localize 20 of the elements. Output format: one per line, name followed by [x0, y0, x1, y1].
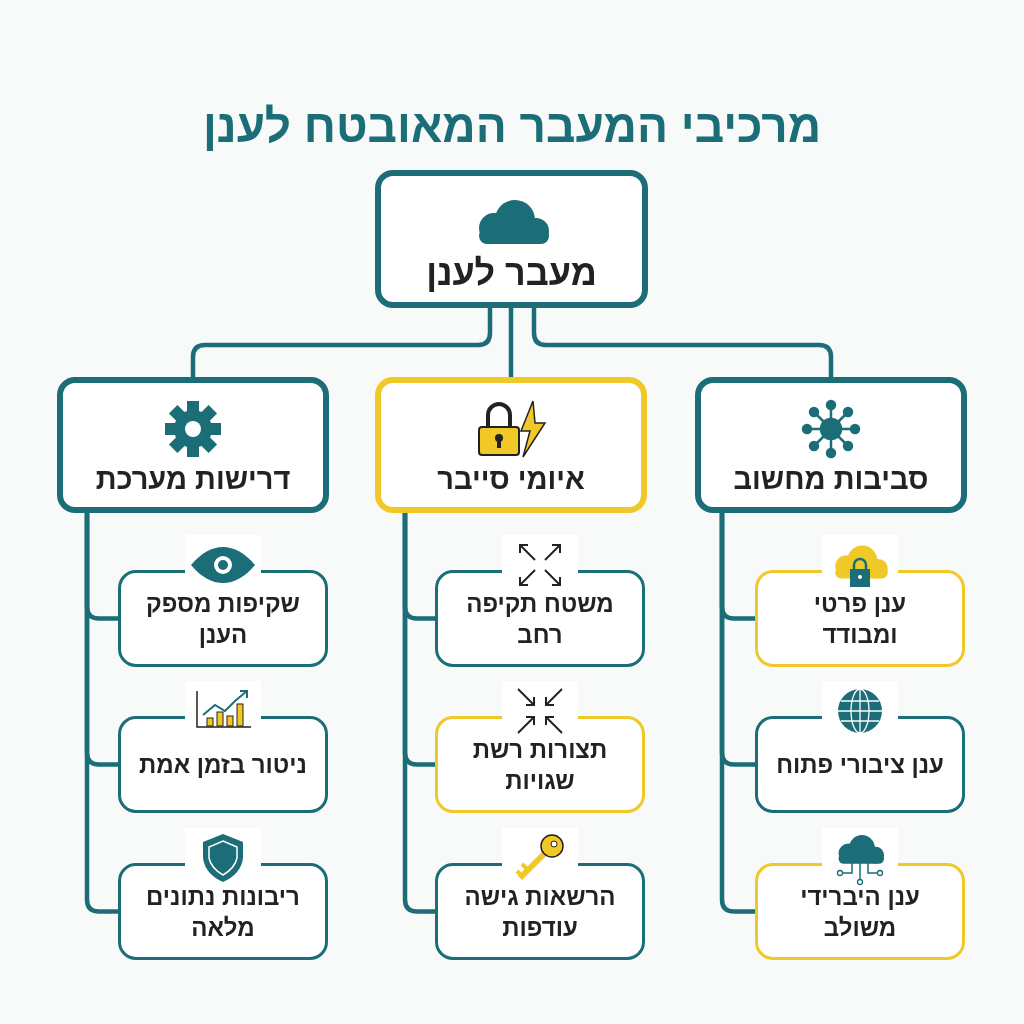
connector-line — [531, 308, 834, 377]
category-box: דרישות מערכת — [57, 377, 329, 513]
connector-line — [719, 513, 755, 914]
item-box: ענן ציבורי פתוח — [755, 716, 965, 813]
connector-line — [402, 513, 435, 914]
item-box: ענן היברידי משולב — [755, 863, 965, 960]
item-box: שקיפות מספק הענן — [118, 570, 328, 667]
root-box: מעבר לענן — [375, 170, 648, 308]
item-box: ניטור בזמן אמת — [118, 716, 328, 813]
item-box: ענן פרטי ומבודד — [755, 570, 965, 667]
connector-line — [508, 308, 514, 377]
title: מרכיבי המעבר המאובטח לענן — [201, 99, 823, 154]
item-box: משטח תקיפה רחב — [435, 570, 645, 667]
connector-line — [190, 308, 493, 377]
connector-line — [84, 513, 118, 914]
item-box: הרשאות גישה עודפות — [435, 863, 645, 960]
item-box: ריבונות נתונים מלאה — [118, 863, 328, 960]
category-box: סביבות מחשוב — [695, 377, 967, 513]
item-box: תצורות רשת שגויות — [435, 716, 645, 813]
category-box: איומי סייבר — [375, 377, 647, 513]
